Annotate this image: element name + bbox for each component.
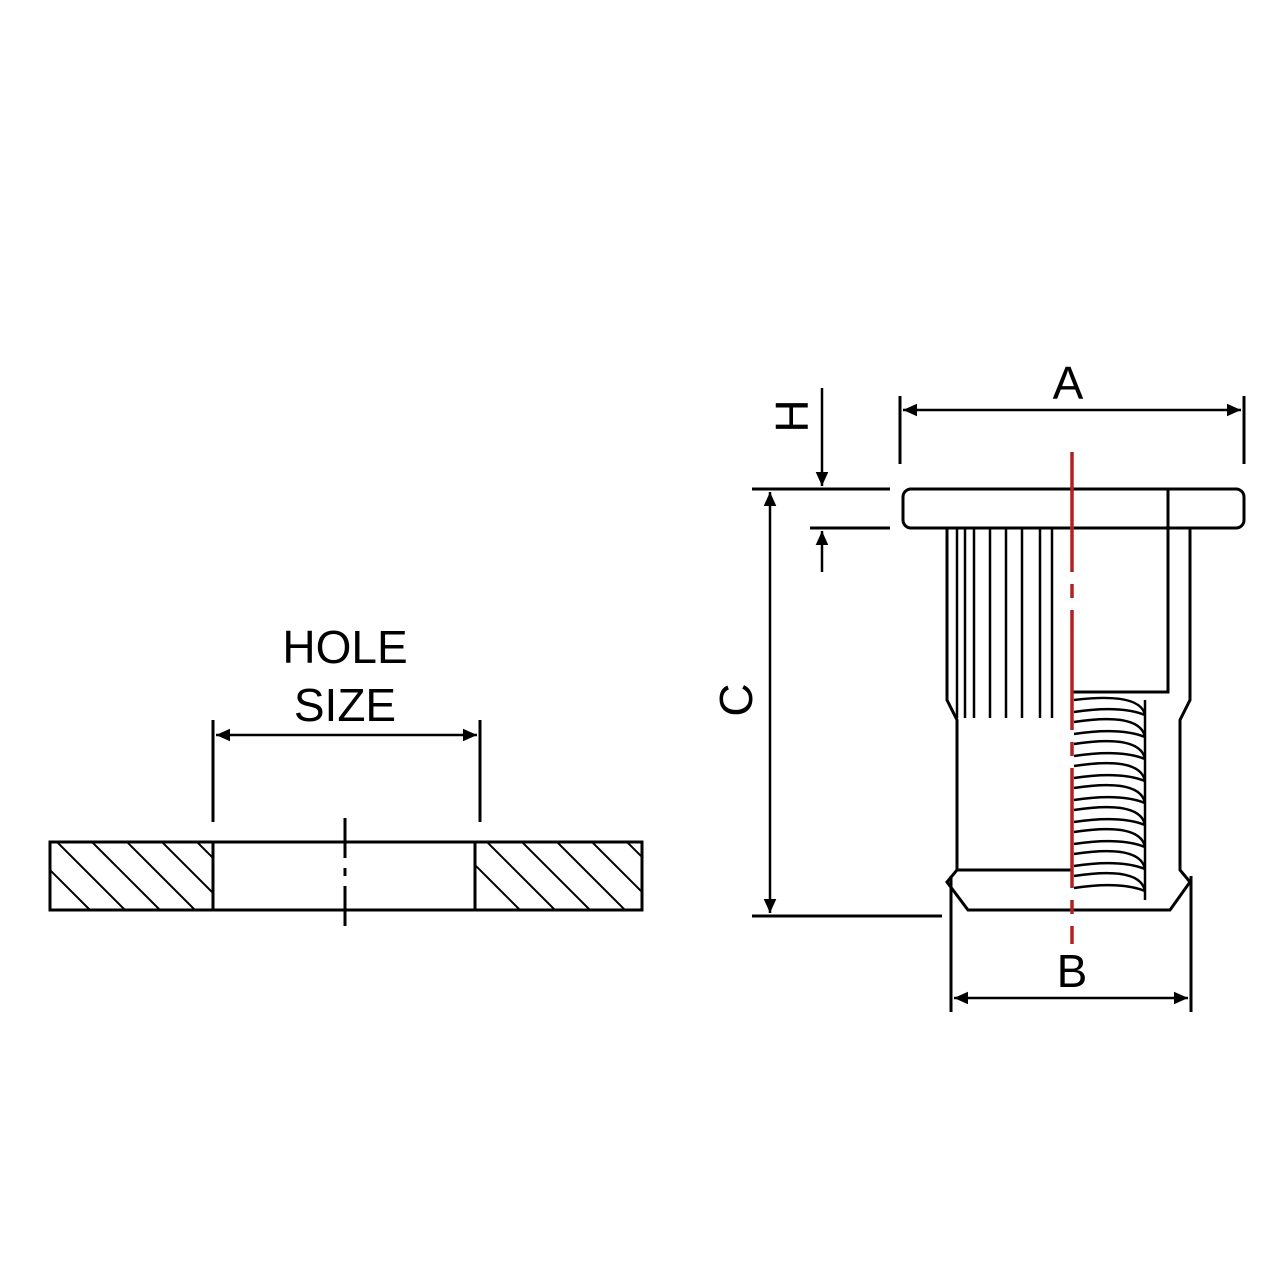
dimension-c: C xyxy=(710,487,942,918)
dim-a-label: A xyxy=(1053,357,1084,409)
dimension-a: A xyxy=(898,357,1246,464)
dim-b-label: B xyxy=(1057,945,1088,997)
internal-thread xyxy=(1073,696,1147,900)
hole-size-dimension: HOLE SIZE xyxy=(211,621,482,822)
hole-size-label-line1: HOLE xyxy=(282,621,407,673)
knurl-ribs xyxy=(955,528,1054,718)
inner-bore xyxy=(1072,489,1170,694)
rivet-nut-body-outline xyxy=(945,528,1192,912)
rivet-nut-drawing xyxy=(901,452,1246,944)
dimension-h: H xyxy=(766,388,890,572)
plate-hatch-left xyxy=(50,842,213,910)
hole-size-label-line2: SIZE xyxy=(294,679,396,731)
plate-section-view xyxy=(48,818,644,932)
dimension-b: B xyxy=(949,876,1193,1012)
dim-h-label: H xyxy=(766,399,818,432)
dim-c-label: C xyxy=(710,683,762,716)
plate-hatch-right xyxy=(475,842,642,910)
